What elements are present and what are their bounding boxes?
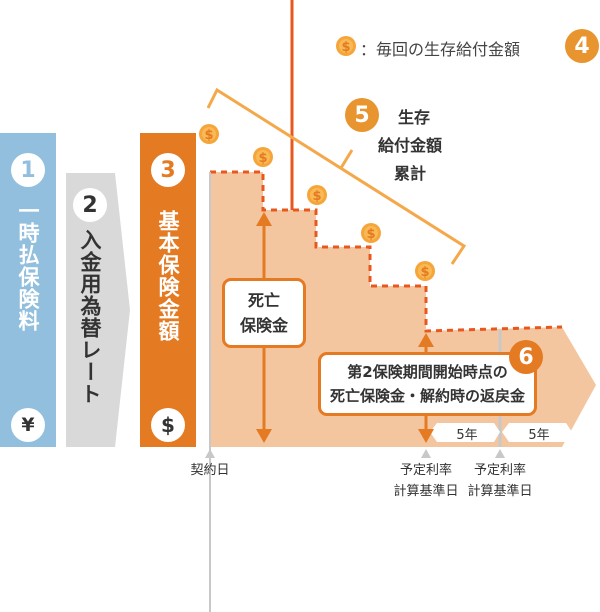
svg-text:$: $ <box>420 265 429 280</box>
period-tag-bg <box>430 423 500 442</box>
svg-text:$: $ <box>341 40 350 55</box>
period-tag-bg <box>502 423 572 442</box>
second-period-box: 第2保険期間開始時点の 死亡保険金・解約時の返戻金 <box>318 352 537 416</box>
exchange-rate-label: 入金用為替レート <box>78 229 102 405</box>
rate-date-line: 計算基準日 <box>393 484 459 499</box>
rate-date-line: 予定利率 <box>399 463 452 478</box>
death-benefit-line: 死亡 <box>247 291 280 310</box>
svg-text:$: $ <box>366 227 375 242</box>
benefit-dashed-line <box>210 170 563 333</box>
second-period-line: 第2保険期間開始時点の <box>347 363 508 381</box>
coin-icon: $ <box>199 124 219 144</box>
coin-icon: $ <box>253 147 273 167</box>
exchange-rate-number-badge: 2 <box>73 188 107 222</box>
triangle-marker <box>495 449 505 458</box>
cumulative-line: 給付金額 <box>377 136 442 155</box>
bracket-tick <box>339 149 354 169</box>
legend-coin-icon: $ <box>336 36 356 56</box>
death-benefit-box: 死亡 保険金 <box>222 278 306 348</box>
svg-text:$: $ <box>258 151 267 166</box>
dollar-icon: $ <box>151 408 185 442</box>
death-benefit-line: 保険金 <box>239 316 288 335</box>
exchange-rate-column-bg <box>66 173 130 447</box>
rate-date-line: 計算基準日 <box>467 484 533 499</box>
period-tag: 5年 <box>456 428 478 443</box>
coin-icon: $ <box>307 185 327 205</box>
cumulative-bracket <box>206 87 467 265</box>
contract-date-label: 契約日 <box>190 463 230 478</box>
premium-label: 一時払保険料 <box>16 200 40 332</box>
cumulative-line: 累計 <box>393 164 426 183</box>
svg-text:$: $ <box>204 128 213 143</box>
period-tag: 5年 <box>528 428 550 443</box>
coin-icons: $ $ $ $ $ $ <box>199 36 435 281</box>
legend-number-badge: 4 <box>565 29 599 63</box>
rate-date-line: 予定利率 <box>473 463 526 478</box>
triangle-marker <box>205 449 215 458</box>
second-period-line: 死亡保険金・解約時の返戻金 <box>329 387 525 405</box>
legend-text: ：毎回の生存給付金額 <box>360 40 521 59</box>
cumulative-number-badge: 5 <box>345 98 379 132</box>
cumulative-label: 生存 給付金額 累計 <box>360 104 460 188</box>
second-period-number-badge: 6 <box>509 340 543 374</box>
coin-icon: $ <box>415 261 435 281</box>
coin-icon: $ <box>361 223 381 243</box>
rate-date-label: 予定利率 計算基準日 <box>386 460 466 502</box>
rate-date-label: 予定利率 計算基準日 <box>460 460 540 502</box>
basic-amount-number-badge: 3 <box>151 153 185 187</box>
cumulative-line: 生存 <box>397 108 430 127</box>
svg-text:$: $ <box>312 189 321 204</box>
basic-amount-label: 基本保険金額 <box>156 210 180 342</box>
premium-number-badge: 1 <box>11 153 45 187</box>
yen-icon: ¥ <box>11 408 45 442</box>
triangle-marker <box>421 449 431 458</box>
